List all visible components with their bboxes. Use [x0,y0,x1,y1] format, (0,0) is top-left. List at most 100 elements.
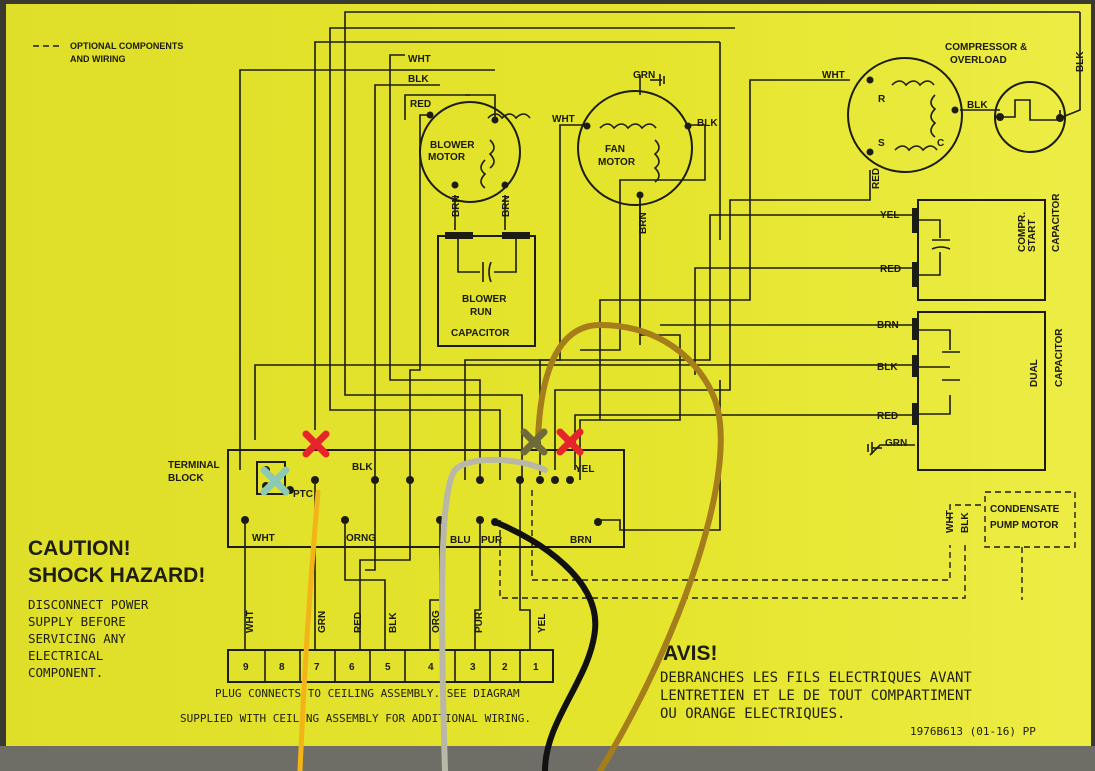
avis-line-2: LENTRETIEN ET LE DE TOUT COMPARTIMENT [660,688,972,704]
dual-capacitor: DUAL CAPACITOR [912,311,1065,471]
caution-line-5: COMPONENT. [28,665,103,680]
compressor-label-2: OVERLOAD [950,55,1007,66]
plug-note-1: PLUG CONNECTS TO CEILING ASSEMBLY. SEE D… [215,687,520,700]
ground-symbol-dual [867,442,882,454]
overlay-black-wire [492,519,599,771]
avis-title: AVIS! [663,642,717,665]
caution-line-2: SUPPLY BEFORE [28,614,126,629]
plug-pin-9: 9 [243,662,249,673]
blower-run-capacitor: BLOWER RUN CAPACITOR [437,232,536,347]
compressor-terminal-s: S [878,138,885,149]
wire-label-wht-comp: WHT [822,70,845,81]
caution-block: CAUTION! SHOCK HAZARD! DISCONNECT POWER … [28,537,205,680]
shock-hazard-title: SHOCK HAZARD! [28,564,205,587]
caution-line-4: ELECTRICAL [28,648,103,663]
wire-label-blk-fan: BLK [697,118,718,129]
overlay-wires [297,321,724,771]
blower-motor-label-1: BLOWER [430,140,475,151]
wire-label-red-dual: RED [877,411,898,422]
part-number: 1976B613 (01-16) PP [910,725,1036,738]
condensate-pump-motor: CONDENSATE PUMP MOTOR WHT BLK [945,491,1076,600]
avis-block: AVIS! DEBRANCHES LES FILS ELECTRIQUES AV… [660,642,972,722]
wire-label-brn-blower-1: BRN [451,195,462,217]
start-cap-label-2: START [1027,219,1038,252]
blower-cap-label-3: CAPACITOR [451,328,510,339]
ptc-label: PTC [293,489,313,500]
overlay-orange-wire [297,489,321,771]
plug-wire-label-9: WHT [245,610,256,633]
plug-wire-label-1: YEL [537,614,548,633]
plug-wire-label-7: GRN [317,611,328,633]
plug-pin-7: 7 [314,662,320,673]
blower-motor: BLOWER MOTOR [419,101,531,203]
tb-label-brn: BRN [570,535,592,546]
avis-line-3: OU ORANGE ELECTRIQUES. [660,706,845,722]
wire-label-red-start: RED [880,264,901,275]
marker-red-x-left [302,430,330,458]
plug-pin-8: 8 [279,662,285,673]
fan-motor: FAN MOTOR [577,90,693,206]
marker-red-x-right [556,428,584,456]
wire-label-brn-blower-2: BRN [501,195,512,217]
wire-label-blk-pump: BLK [960,512,971,533]
avis-line-1: DEBRANCHES LES FILS ELECTRIQUES AVANT [660,670,972,686]
plug-wire-label-3: PUR [474,611,485,633]
plug-pin-6: 6 [349,662,355,673]
start-cap-label-3: CAPACITOR [1051,193,1062,252]
tb-label-orng: ORNG [346,533,376,544]
blower-cap-label-1: BLOWER [462,294,507,305]
tb-label-wht: WHT [252,533,275,544]
wire-label-yel-start: YEL [880,210,899,221]
wire-label-blk-comp: BLK [967,100,988,111]
blower-cap-label-2: RUN [470,307,492,318]
wire-label-wht-fan: WHT [552,114,575,125]
plug-pin-4: 4 [428,662,434,673]
compressor-terminal-c: C [937,138,944,149]
plug-pin-1: 1 [533,662,539,673]
compr-start-capacitor: COMPR. START CAPACITOR [912,193,1062,301]
wire-label-blk-dual: BLK [877,362,898,373]
dual-cap-label-2: CAPACITOR [1054,328,1065,387]
plug-wire-label-5: BLK [388,612,399,633]
compressor: R S C [847,57,963,173]
dual-cap-label-1: DUAL [1029,359,1040,387]
fan-motor-label-1: FAN [605,144,625,155]
wire-label-red-comp: RED [871,168,882,189]
compressor-label-1: COMPRESSOR & [945,42,1027,53]
plug-note-2: SUPPLIED WITH CEILING ASSEMBLY FOR ADDIT… [180,712,531,725]
caution-line-3: SERVICING ANY [28,631,126,646]
overload-protector [994,81,1066,153]
ceiling-plug: 9 8 7 6 5 4 3 2 1 WHT GRN RED BLK ORG PU… [227,610,554,683]
plug-pin-3: 3 [470,662,476,673]
plug-wire-label-4: ORG [431,610,442,633]
tb-label-pur: PUR [481,535,503,546]
start-cap-label-1: COMPR. [1017,212,1028,252]
wire-label-blk-overload: BLK [1075,51,1086,72]
terminal-block-label-2: BLOCK [168,473,204,484]
tb-label-blk: BLK [352,462,373,473]
caution-title: CAUTION! [28,537,131,560]
terminal-block-label-1: TERMINAL [168,460,220,471]
compressor-terminal-r: R [878,94,886,105]
condensate-label-1: CONDENSATE [990,504,1060,515]
wire-label-brn-fan: BRN [638,212,649,234]
wire-label-wht-pump: WHT [945,510,956,533]
legend-text-1: OPTIONAL COMPONENTS [70,41,183,51]
wire-label-red-blower: RED [410,99,431,110]
overlay-brown-wire [535,321,724,771]
plug-wire-label-6: RED [353,612,364,633]
marker-olive-x [520,428,548,456]
wire-label-grn-fan: GRN [633,70,655,81]
tb-label-yel: YEL [575,464,594,475]
tb-label-blu: BLU [450,535,471,546]
wire-label-wht-top: WHT [408,54,431,65]
plug-pin-5: 5 [385,662,391,673]
marker-teal-x [260,466,290,496]
blower-motor-label-2: MOTOR [428,152,466,163]
caution-line-1: DISCONNECT POWER [28,597,149,612]
fan-motor-label-2: MOTOR [598,157,636,168]
overlay-gray-wire [439,456,548,771]
wire-label-blk-top: BLK [408,74,429,85]
overlay-markers [260,428,584,496]
